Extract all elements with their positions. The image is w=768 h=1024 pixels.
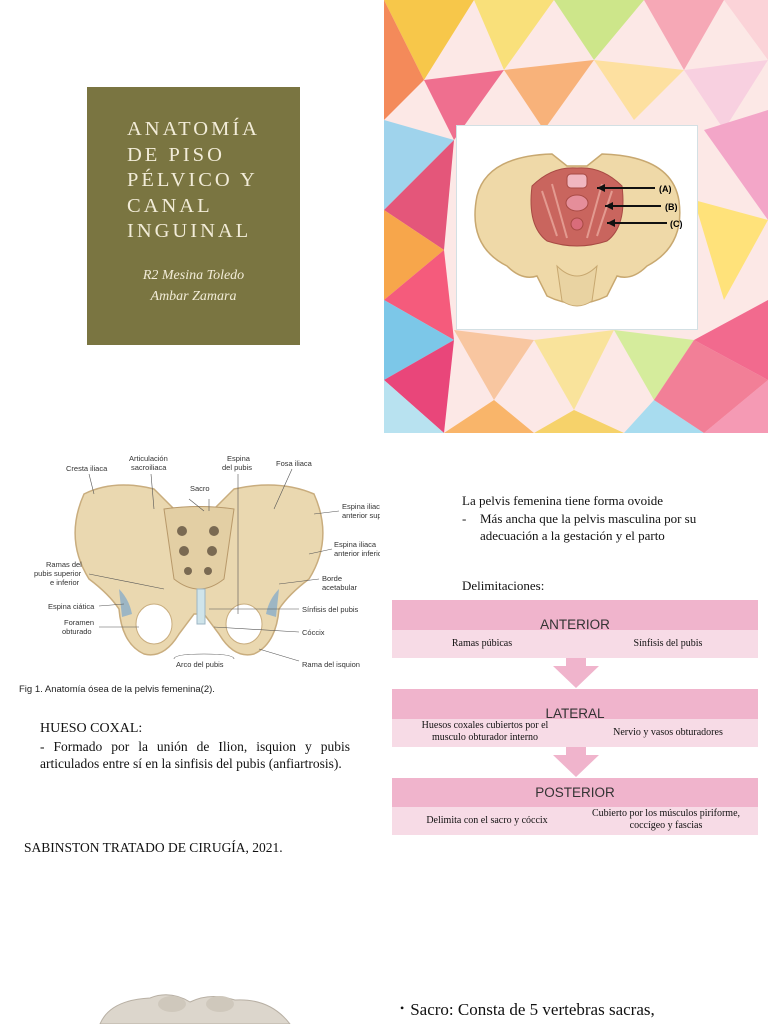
posterior-right: Cubierto por los músculos piriforme, coc… — [591, 808, 741, 831]
lateral-row: Huesos coxales cubiertos por el musculo … — [392, 719, 758, 747]
label-c: (C) — [670, 219, 683, 229]
bullet-dot: • — [400, 1001, 405, 1015]
title-line: INGUINAL — [127, 220, 252, 242]
label-obturado: obturado — [62, 627, 92, 636]
label-b: (B) — [665, 202, 678, 212]
label-eiai: Espina iliaca — [334, 540, 377, 549]
label-ciatica: Espina ciática — [48, 602, 95, 611]
label-ramas: Ramas del — [46, 560, 82, 569]
anterior-left: Ramas púbicas — [451, 638, 513, 649]
figure-caption: Fig 1. Anatomía ósea de la pelvis femeni… — [19, 684, 215, 695]
lateral-header-label: LATERAL — [545, 706, 605, 719]
label-eiai-2: anterior inferior — [334, 549, 380, 558]
label-isquion: Rama del isquion — [302, 660, 360, 669]
anterior-header: ANTERIOR — [392, 600, 758, 630]
label-coccix: Cóccix — [302, 628, 325, 637]
presentation-title: ANATOMÍA DE PISO PÉLVICO Y CANAL INGUINA… — [127, 117, 292, 245]
lateral-right: Nervio y vasos obturadores — [613, 727, 723, 738]
posterior-left: Delimita con el sacro y cóccix — [426, 815, 548, 826]
female-pelvis-bone-figure: Cresta iliaca Articulación sacroiliaca E… — [14, 449, 380, 681]
sacro-bullet: • Sacro: Consta de 5 vertebras sacras, — [400, 1000, 655, 1020]
posterior-header-label: POSTERIOR — [535, 785, 615, 800]
hueso-coxal-title: HUESO COXAL: — [40, 721, 143, 736]
label-sinfisis: Sínfisis del pubis — [302, 605, 359, 614]
anterior-header-label: ANTERIOR — [540, 617, 610, 630]
label-fosa: Fosa iliaca — [276, 459, 313, 468]
title-line: PÉLVICO Y — [127, 169, 258, 191]
label-acetabular: acetabular — [322, 583, 358, 592]
sacro-text: Sacro: Consta de 5 vertebras sacras, — [410, 1000, 655, 1019]
label-cresta: Cresta iliaca — [66, 464, 108, 473]
anterior-right: Sínfisis del pubis — [633, 638, 703, 649]
delimitaciones-label: Delimitaciones: — [462, 578, 545, 593]
bullet-dash: - — [462, 511, 467, 526]
posterior-row: Delimita con el sacro y cóccix Cubierto … — [392, 807, 758, 835]
lateral-header: LATERAL — [392, 689, 758, 719]
label-foramen: Foramen — [64, 618, 94, 627]
label-sacro: Sacro — [190, 484, 210, 493]
lateral-left: Huesos coxales cubiertos por el musculo … — [421, 720, 549, 743]
author-block: R2 Mesina Toledo Ambar Zamara — [87, 265, 300, 307]
pelvis-intro: La pelvis femenina tiene forma ovoide — [462, 493, 664, 508]
arrow-stem — [566, 658, 586, 666]
title-line: DE PISO — [127, 143, 225, 166]
sacrum-figure — [99, 994, 291, 1024]
source-citation: SABINSTON TRATADO DE CIRUGÍA, 2021. — [24, 840, 283, 855]
label-ramas-3: e inferior — [50, 578, 80, 587]
anterior-row: Ramas púbicas Sínfisis del pubis — [392, 630, 758, 658]
author-line: R2 Mesina Toledo — [142, 268, 245, 283]
title-line: CANAL — [127, 194, 213, 217]
down-arrow-icon — [553, 755, 599, 777]
title-card: ANATOMÍA DE PISO PÉLVICO Y CANAL INGUINA… — [87, 87, 300, 345]
title-line: ANATOMÍA — [127, 118, 260, 140]
pelvic-floor-figure: (A) (B) (C) — [456, 125, 698, 330]
posterior-header: POSTERIOR — [392, 778, 758, 807]
arrow-stem — [566, 747, 586, 755]
bullet-text: Más ancha que la pelvis masculina por su… — [480, 511, 697, 543]
label-eias: Espina iliaca — [342, 502, 380, 511]
label-articulacion: Articulación — [129, 454, 168, 463]
label-sacroiliaca: sacroiliaca — [131, 463, 167, 472]
author-line: Ambar Zamara — [150, 289, 237, 304]
label-borde: Borde — [322, 574, 342, 583]
label-arco: Arco del pubis — [176, 660, 224, 669]
label-del-pubis: del pubis — [222, 463, 252, 472]
label-espina: Espina — [227, 454, 251, 463]
geometric-background — [384, 0, 768, 433]
hueso-coxal-text: - Formado por la unión de Ilion, isquion… — [40, 739, 350, 771]
label-ramas-2: pubis superior — [34, 569, 82, 578]
label-a: (A) — [659, 184, 672, 194]
label-eias-2: anterior superior — [342, 511, 380, 520]
down-arrow-icon — [553, 666, 599, 688]
